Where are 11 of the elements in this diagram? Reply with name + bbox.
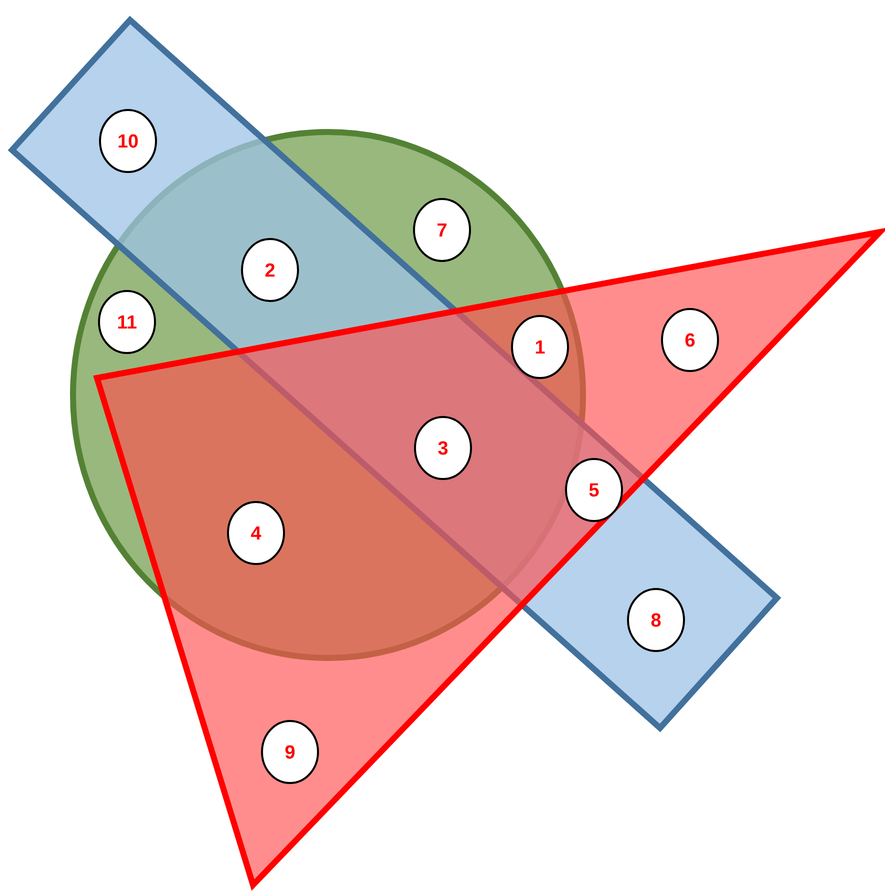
number-oval: 8 bbox=[627, 588, 685, 652]
number-oval: 11 bbox=[98, 290, 156, 354]
number-oval: 1 bbox=[511, 315, 569, 379]
number-oval: 9 bbox=[261, 720, 319, 784]
number-oval: 3 bbox=[414, 416, 472, 480]
number-oval: 2 bbox=[241, 238, 299, 302]
number-oval: 10 bbox=[99, 109, 157, 173]
number-oval: 4 bbox=[227, 501, 285, 565]
number-oval: 6 bbox=[661, 308, 719, 372]
number-oval: 5 bbox=[565, 458, 623, 522]
number-oval: 7 bbox=[413, 198, 471, 262]
